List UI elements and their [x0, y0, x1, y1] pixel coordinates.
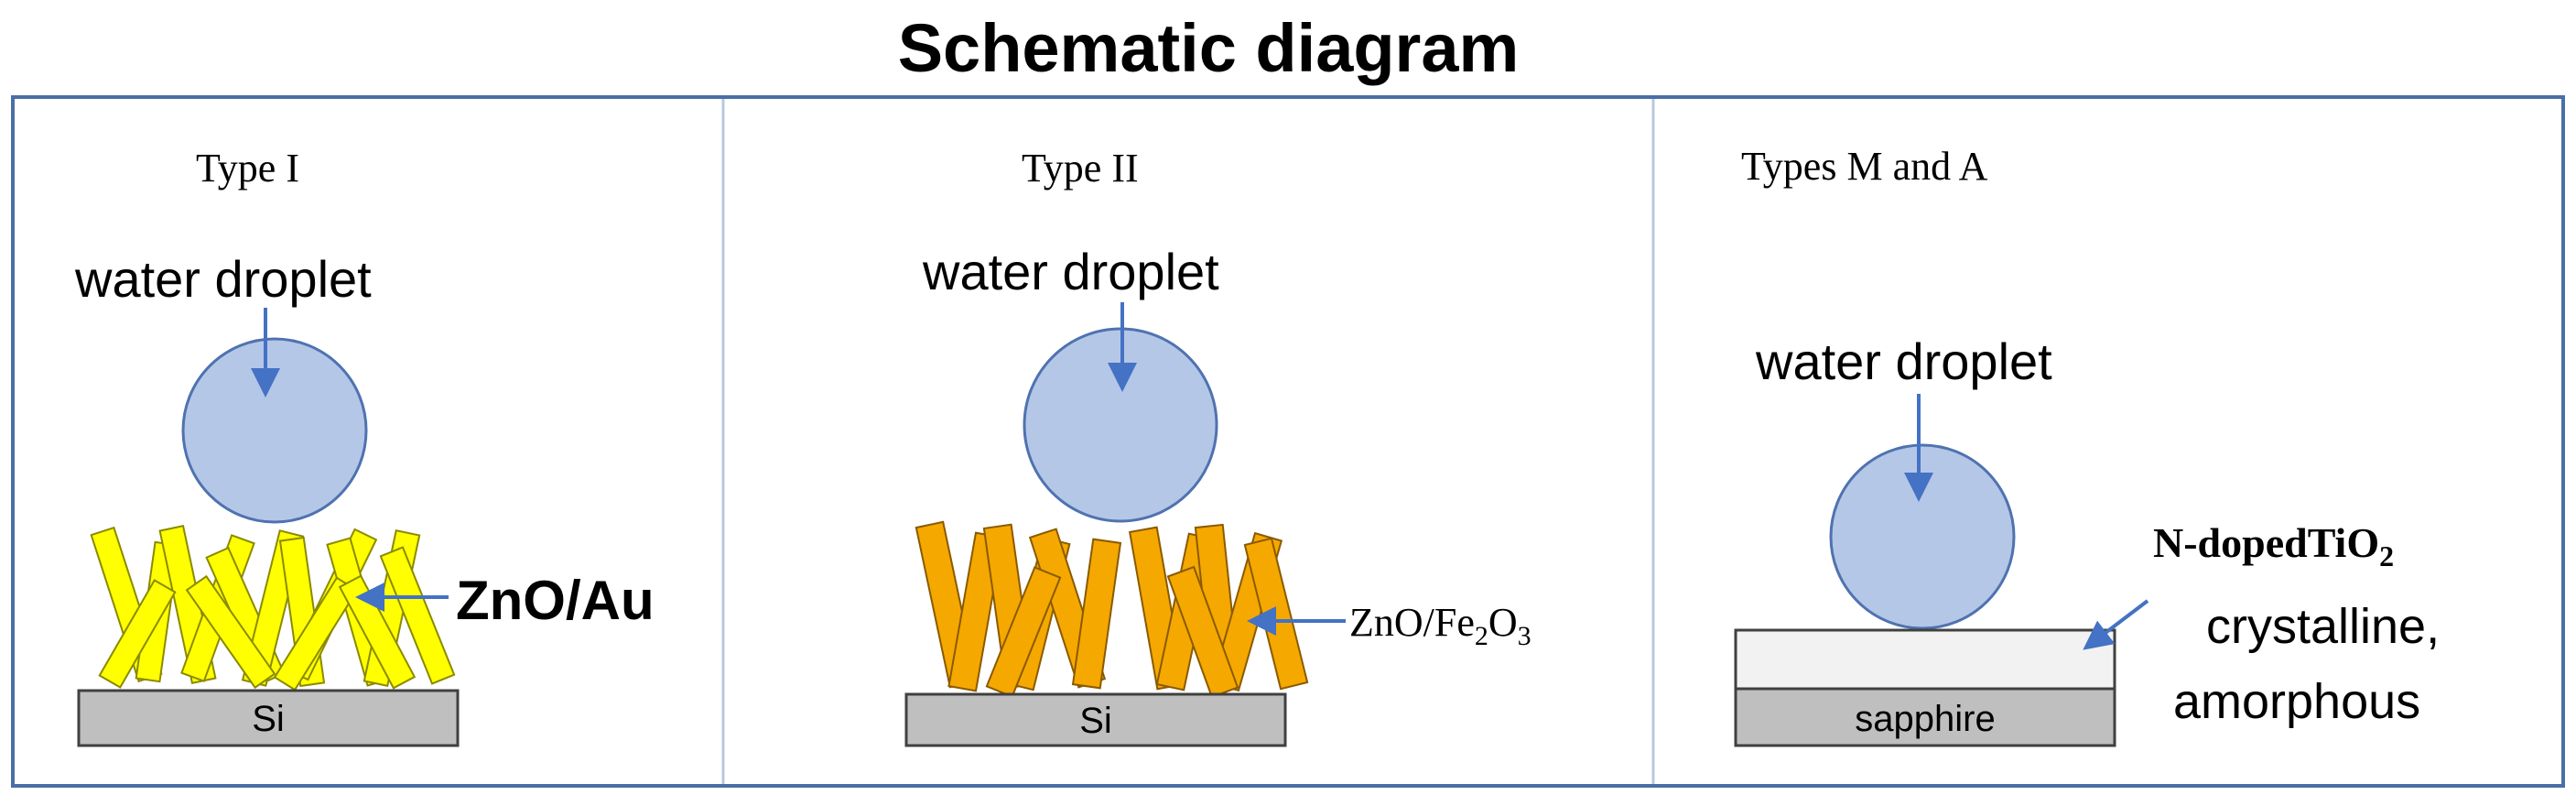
- nanorod: [1166, 565, 1239, 699]
- water-droplet: [181, 337, 368, 524]
- nanorod: [379, 546, 456, 685]
- material-label: ZnO/Fe2O3: [1349, 600, 1532, 651]
- film-desc-line-2: amorphous: [2173, 674, 2420, 729]
- type-label: Type II: [1022, 146, 1139, 191]
- substrate: [904, 692, 1287, 747]
- nanorod: [1071, 538, 1122, 690]
- panel-types-m-a: Types M and A water droplet sapphire N-d…: [1734, 144, 2440, 747]
- substrate: [77, 689, 460, 747]
- substrate-label: sapphire: [1855, 699, 1995, 739]
- nanorod: [98, 579, 177, 689]
- substrate: [1734, 687, 2116, 747]
- panel-type-2: Type II water droplet Si ZnO/Fe2O3: [904, 146, 1532, 747]
- nanorods-zno-fe2o3: [915, 520, 1309, 699]
- substrate-label: Si: [252, 699, 285, 739]
- droplet-label: water droplet: [1755, 332, 2052, 390]
- film-pointer: [2083, 599, 2149, 650]
- type-label: Type I: [196, 146, 299, 191]
- type-label: Types M and A: [1741, 144, 1988, 189]
- diagram-title: Schematic diagram: [898, 10, 1520, 86]
- substrate-label: Si: [1079, 701, 1112, 741]
- nanorod: [185, 574, 276, 690]
- diagram-frame: [11, 95, 2565, 788]
- panel-type-1: Type I water droplet Si ZnO/Au: [74, 146, 655, 747]
- film-desc-line-1: crystalline,: [2206, 599, 2440, 654]
- water-droplet: [1829, 443, 2016, 630]
- material-label: ZnO/Au: [456, 570, 655, 631]
- droplet-label: water droplet: [74, 250, 372, 308]
- film-label: N-dopedTiO2: [2153, 519, 2394, 572]
- nanorods-zno-au: [90, 524, 456, 692]
- tio2-film: [1734, 628, 2116, 691]
- nanorod: [985, 566, 1062, 698]
- droplet-label: water droplet: [922, 243, 1219, 300]
